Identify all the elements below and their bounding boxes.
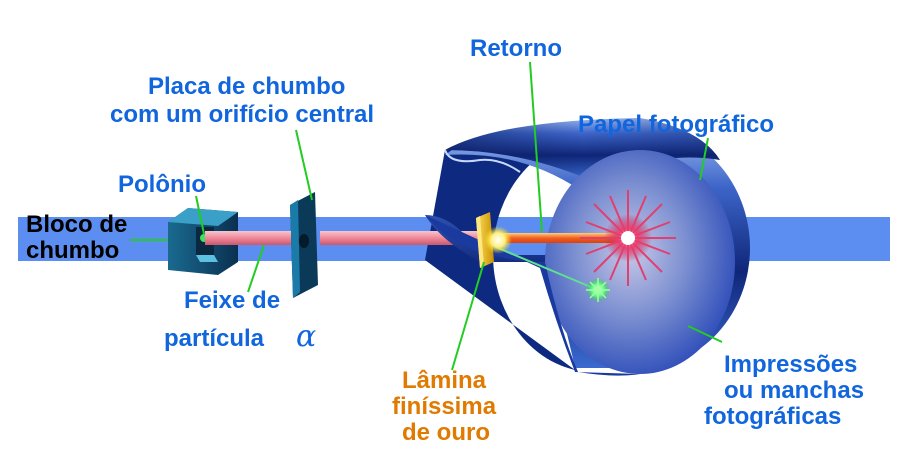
pointer-papel xyxy=(699,137,709,181)
pointer-impressoes xyxy=(687,325,723,343)
label-feixe-line2: partícula xyxy=(164,325,265,352)
photographic-screen xyxy=(545,150,735,374)
pointer-lines xyxy=(130,61,723,371)
deflected-ray xyxy=(497,247,599,291)
label-placa-line2: com um orifício central xyxy=(110,101,374,128)
pointer-polonio xyxy=(195,195,205,235)
label-bloco-line1: Bloco de xyxy=(26,211,127,238)
cylinder-shade xyxy=(445,118,720,180)
pointer-placa xyxy=(295,129,313,201)
label-impressoes-line2: ou manchas xyxy=(724,377,864,404)
alpha-beam-1 xyxy=(205,231,291,245)
pointer-lamina xyxy=(451,261,485,371)
main-impact-burst xyxy=(580,190,676,286)
label-bloco-line2: chumbo xyxy=(26,237,119,264)
cylinder-front-edge xyxy=(444,149,521,173)
label-alpha-symbol: α xyxy=(296,319,316,354)
label-lamina-line2: finíssima xyxy=(392,393,497,420)
label-impressoes-line3: fotográficas xyxy=(704,403,841,430)
label-placa-line1: Placa de chumbo xyxy=(148,73,345,100)
label-polonio: Polônio xyxy=(118,171,206,198)
label-lamina-line1: Lâmina xyxy=(402,367,487,394)
lead-plate xyxy=(290,192,318,298)
return-beam xyxy=(500,233,628,243)
label-lamina-line3: de ouro xyxy=(402,419,490,446)
pointer-retorno xyxy=(529,61,543,233)
pointer-feixe xyxy=(247,244,265,293)
cylinder-inner xyxy=(425,137,615,370)
foil-glow xyxy=(484,226,512,254)
label-papel: Papel fotográfico xyxy=(578,111,774,138)
label-feixe-line1: Feixe de xyxy=(184,287,280,314)
label-retorno: Retorno xyxy=(470,35,562,62)
deflected-spot xyxy=(586,278,610,302)
label-impressoes-line1: Impressões xyxy=(724,351,857,378)
cylinder-bottom xyxy=(425,215,640,376)
alpha-beam-2 xyxy=(320,231,480,245)
